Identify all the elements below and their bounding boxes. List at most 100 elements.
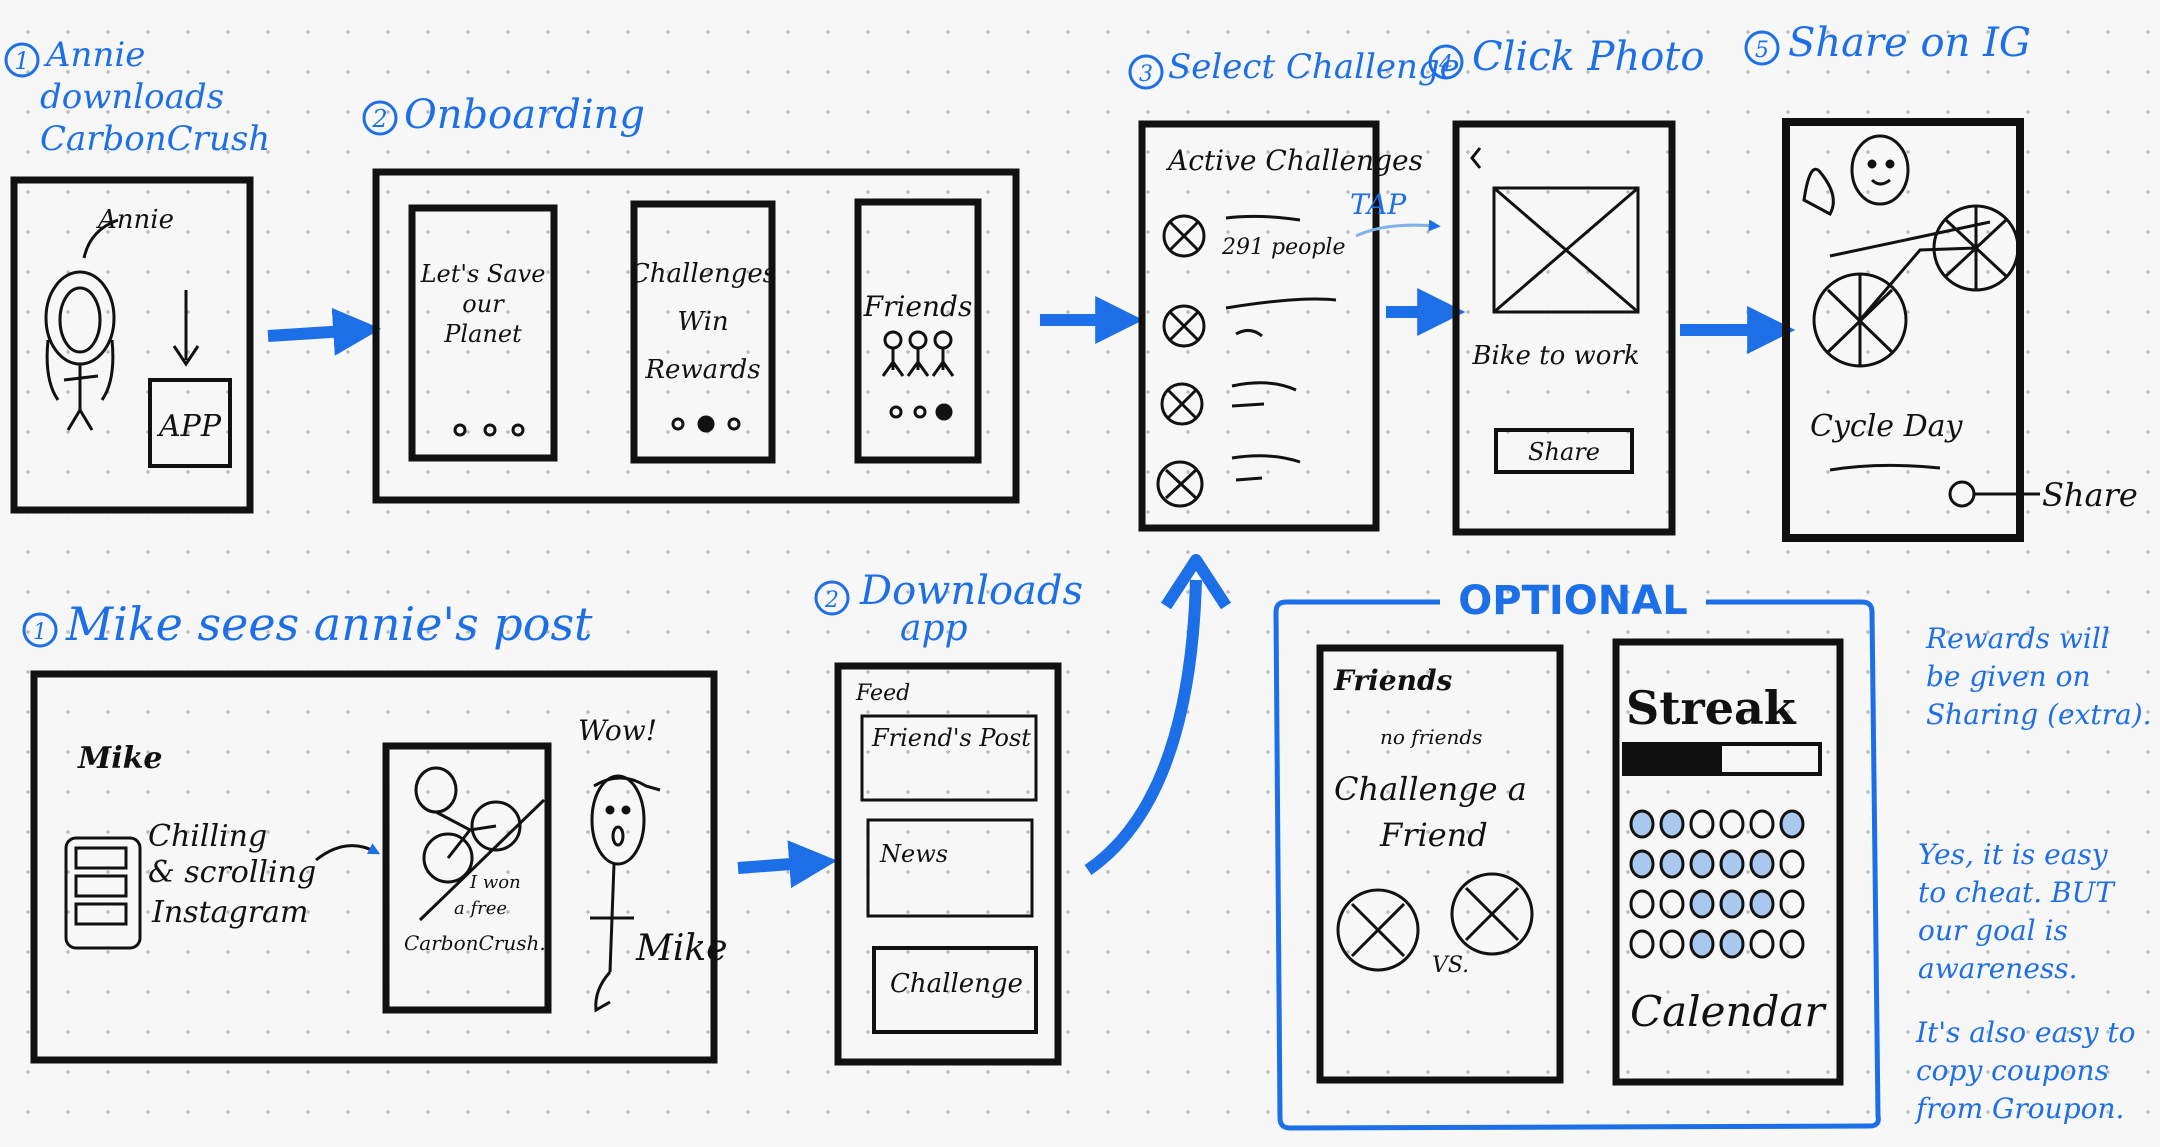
svg-text:1: 1 [33, 620, 47, 645]
calendar-day [1779, 849, 1805, 879]
svg-text:Click Photo: Click Photo [1472, 34, 1704, 80]
calendar-day [1659, 929, 1685, 959]
challenge-people-count: 291 people [1221, 235, 1345, 260]
svg-text:Onboarding: Onboarding [404, 92, 645, 138]
optional-label: OPTIONAL [1458, 578, 1687, 624]
streak-calendar-grid [1629, 809, 1805, 959]
calendar-day [1659, 809, 1685, 839]
svg-text:Select Challenge: Select Challenge [1168, 47, 1460, 87]
annie-phone-frame [10, 176, 254, 514]
calendar-day [1719, 929, 1745, 959]
phone-doodle [64, 836, 142, 950]
feed-phone-frame [834, 662, 1062, 1066]
svg-text:2: 2 [371, 105, 387, 133]
no-friends-label: no friends [1380, 725, 1482, 749]
page-dots-2 [671, 415, 741, 433]
calendar-day [1689, 809, 1715, 839]
note-cheat: Yes, it is easy to cheat. BUT our goal i… [1918, 838, 2116, 985]
calendar-day [1659, 889, 1685, 919]
svg-text:from Groupon.: from Groupon. [1914, 1092, 2124, 1125]
calendar-day [1659, 849, 1685, 879]
feed-card-3[interactable] [872, 946, 1038, 1034]
post-line-1: I won [469, 872, 521, 893]
feed-card-1-label: Friend's Post [871, 724, 1031, 752]
calendar-day [1749, 889, 1775, 919]
feed-card-3-label: Challenge [890, 969, 1023, 999]
onboarding-text-1c: Planet [443, 320, 522, 348]
activity-line-2: & scrolling [148, 855, 316, 890]
mike-signature: Mike [635, 928, 728, 969]
calendar-day [1779, 929, 1805, 959]
step1-heading: 1 Annie downloads CarbonCrush [4, 35, 270, 159]
share-button-label: Share [1528, 438, 1600, 466]
feed-card-2[interactable] [866, 818, 1034, 918]
feed-card-1[interactable] [860, 714, 1038, 802]
streak-phone-frame [1612, 638, 1844, 1086]
share-label: Share [2042, 476, 2138, 514]
post-caption: Cycle Day [1810, 409, 1964, 444]
onboarding-text-2a: Challenges [630, 259, 776, 289]
share-button[interactable] [1494, 428, 1634, 474]
onboarding-text-3: Friends [863, 290, 973, 323]
page-dots-1 [453, 423, 525, 437]
svg-text:4: 4 [1438, 52, 1453, 77]
svg-text:Sharing (extra).: Sharing (extra). [1926, 698, 2152, 731]
mini-bike-illustration [414, 766, 546, 922]
onboarding-text-2c: Rewards [644, 355, 760, 385]
photo-placeholder-icon [1492, 186, 1640, 314]
page-dots-3 [889, 403, 953, 421]
flow-arrow-6 [1084, 579, 1202, 875]
challenge-line-1: Challenge a [1334, 770, 1527, 808]
svg-text:downloads: downloads [40, 77, 224, 117]
activity-line-3: Instagram [151, 895, 308, 930]
mike-figure [590, 774, 661, 1013]
annie-bike-illustration [1802, 134, 2020, 368]
calendar-day [1629, 809, 1655, 839]
photo-phone-frame [1452, 120, 1676, 536]
svg-text:CarbonCrush: CarbonCrush [40, 119, 270, 159]
calendar-label: Calendar [1630, 987, 1827, 1036]
tap-arrow [1355, 219, 1441, 238]
annie-label: Annie [96, 205, 174, 235]
streak-progress-bar [1622, 742, 1822, 776]
svg-text:to cheat. BUT: to cheat. BUT [1918, 876, 2116, 909]
flow-arrow-1 [267, 307, 382, 356]
calendar-day [1719, 809, 1745, 839]
note-coupons: It's also easy to copy coupons from Grou… [1914, 1016, 2136, 1125]
svg-text:Annie: Annie [43, 35, 145, 75]
mike-step2-heading: 2 Downloads app [814, 568, 1083, 649]
onboarding-screen-1 [408, 204, 558, 462]
calendar-day [1689, 929, 1715, 959]
friends-figures [881, 330, 955, 377]
step3-heading: 3 Select Challenge [1128, 47, 1460, 90]
tap-label: TAP [1350, 188, 1407, 221]
calendar-day [1629, 889, 1655, 919]
onboarding-text-1b: our [462, 290, 505, 318]
friends-title: Friends [1333, 664, 1453, 697]
svg-text:Mike sees annie's post: Mike sees annie's post [65, 597, 593, 651]
onboarding-text-2b: Win [677, 307, 728, 337]
mike-scene-container [30, 670, 718, 1064]
onboarding-container [372, 168, 1020, 504]
mike-step1-heading: 1 Mike sees annie's post [22, 597, 593, 651]
challenges-phone-frame [1138, 120, 1380, 532]
ig-post-frame [1782, 118, 2024, 542]
step2-heading: 2 Onboarding [362, 92, 645, 138]
step5-heading: 5 Share on IG [1744, 20, 2031, 66]
share-icon[interactable] [1948, 480, 1976, 508]
vs-label: VS. [1432, 953, 1469, 978]
onboarding-screen-3 [854, 198, 982, 464]
svg-text:be given on: be given on [1926, 660, 2091, 693]
step4-heading: 4 Click Photo [1428, 34, 1704, 80]
challenge-list [1156, 214, 1337, 508]
caption-underline [1829, 463, 1941, 472]
svg-text:5: 5 [1755, 38, 1769, 63]
challenges-title: Active Challenges [1165, 144, 1423, 177]
mike-label: Mike [77, 741, 162, 776]
wow-label: Wow! [578, 714, 657, 747]
back-arrow-icon[interactable] [1470, 147, 1482, 169]
activity-line-1: Chilling [148, 819, 267, 854]
svg-text:Downloads: Downloads [859, 568, 1083, 614]
flow-arrow-5 [737, 840, 838, 889]
